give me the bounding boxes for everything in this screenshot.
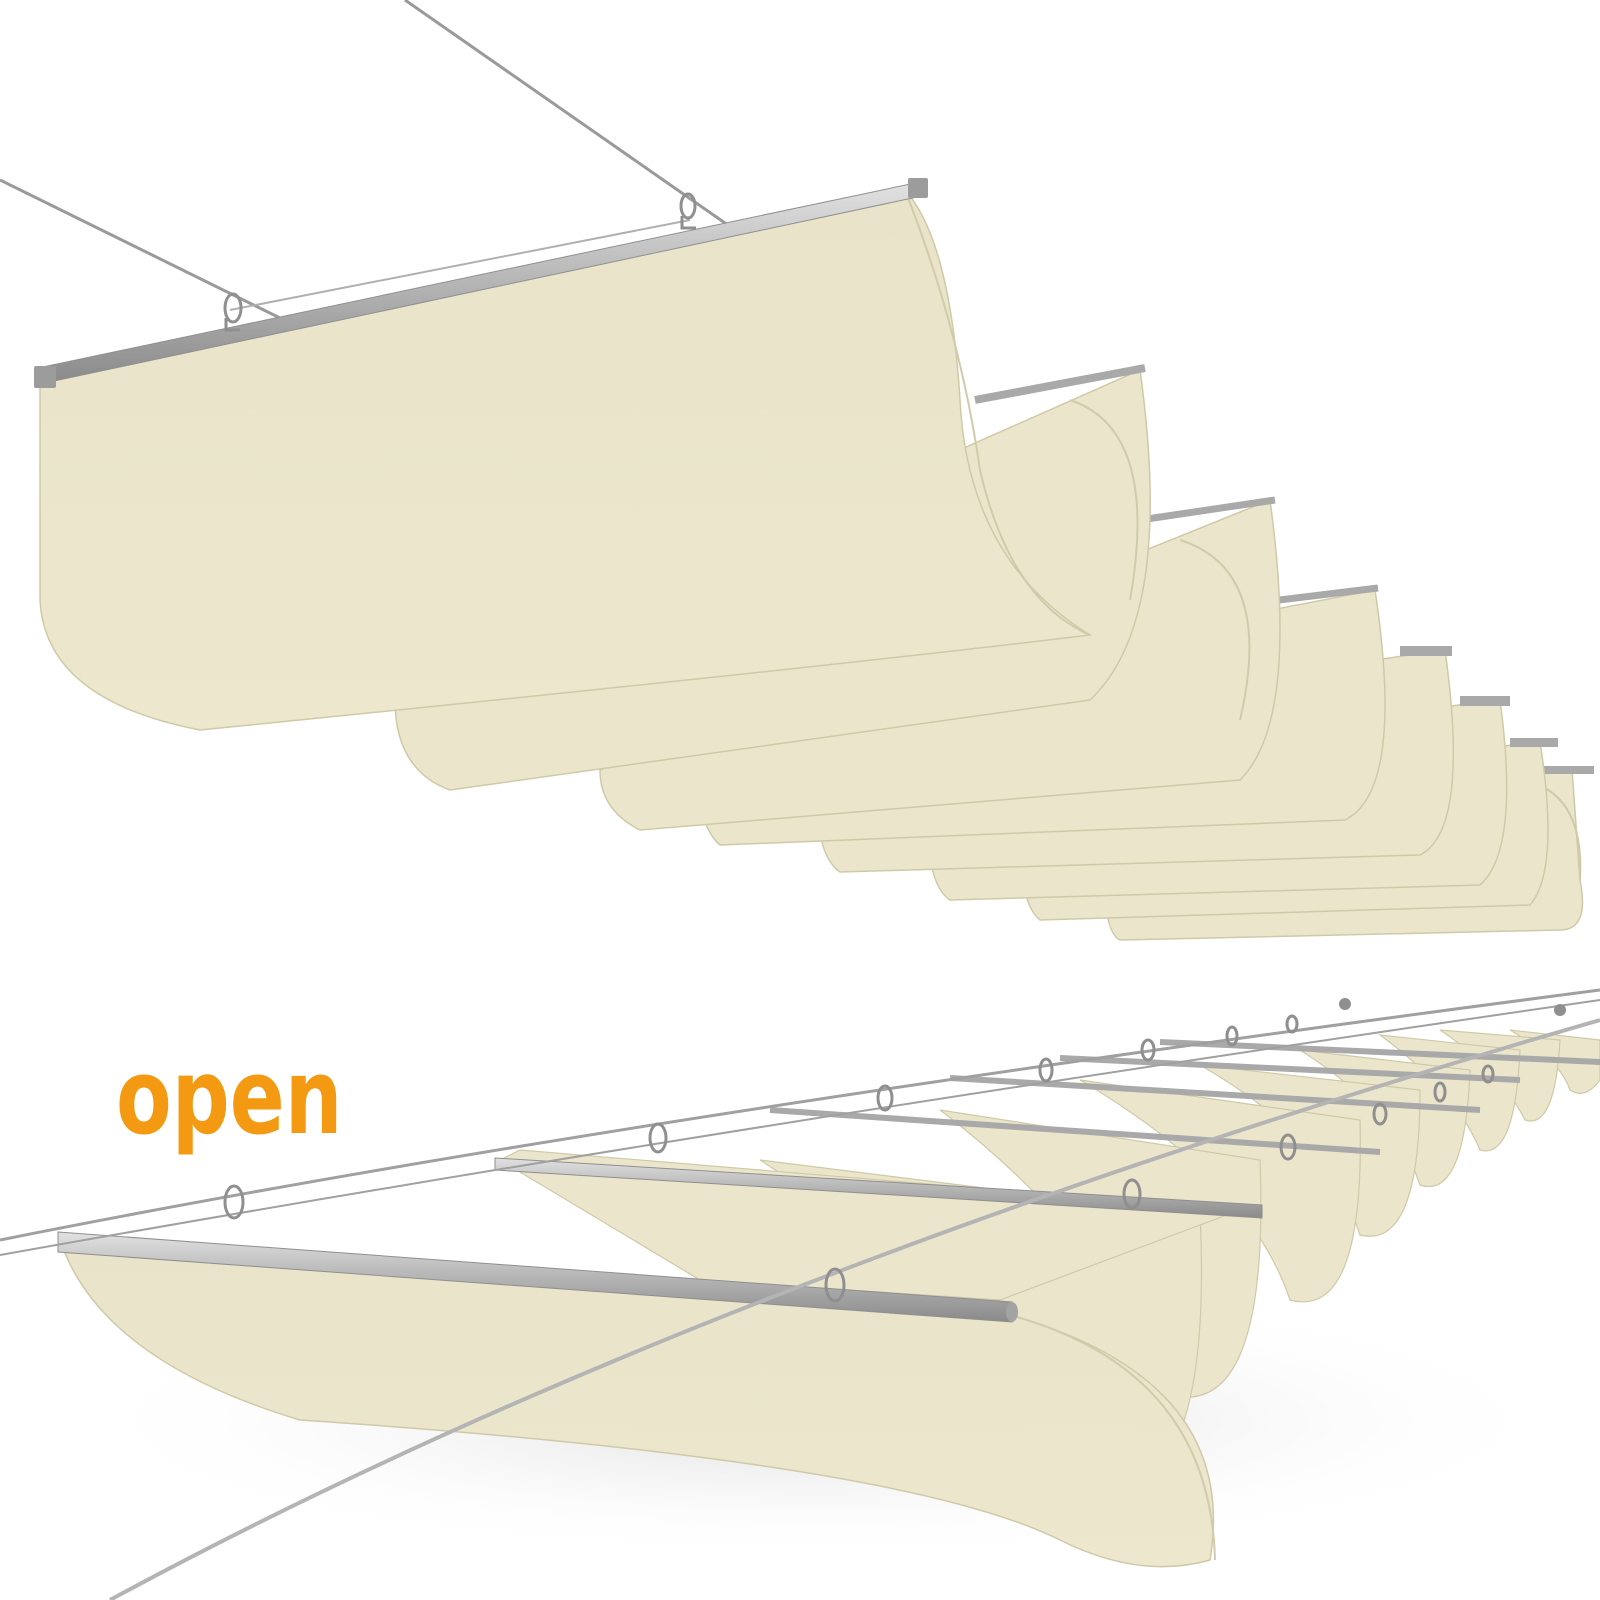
carabiner-clip-icon xyxy=(223,1014,1495,1303)
carabiner-clip-icon xyxy=(223,292,243,332)
support-wires xyxy=(0,988,1600,1600)
middle-rail xyxy=(494,1157,1263,1219)
carabiner-clip-icon xyxy=(679,192,697,230)
top-wire-upper xyxy=(404,0,736,232)
top-wire-mid xyxy=(229,219,691,311)
open-canopy xyxy=(0,988,1600,1600)
folded-panel-1 xyxy=(34,178,1093,731)
folded-canopy xyxy=(0,0,1594,941)
front-wave xyxy=(57,1149,1263,1568)
open-label: open xyxy=(116,1036,343,1158)
